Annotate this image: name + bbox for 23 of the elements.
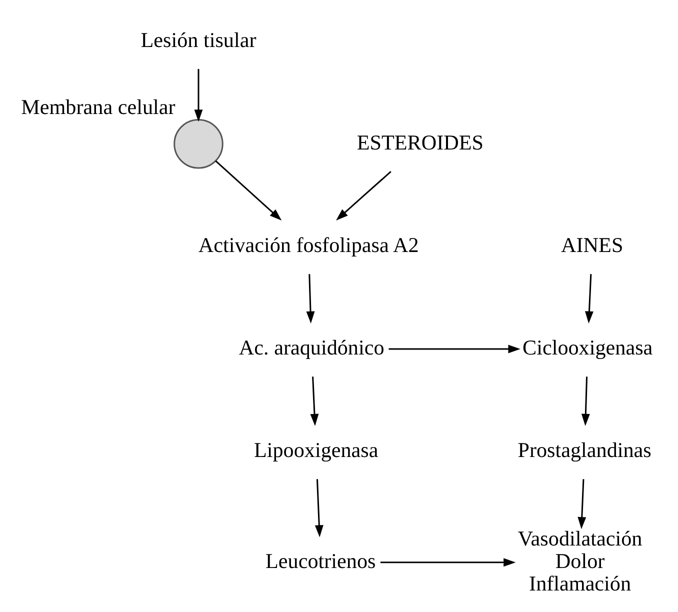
arrow [584, 274, 593, 324]
node-text: Leucotrienos [265, 548, 376, 573]
node-text: ESTEROIDES [356, 130, 484, 154]
arrow [336, 170, 391, 220]
arrow [380, 558, 516, 567]
arrow [310, 376, 318, 426]
node-text: Ac. araquidónico [238, 336, 384, 360]
node-text: Lipooxigenasa [253, 438, 378, 462]
arrow [580, 376, 590, 426]
arrow [214, 160, 282, 221]
node-label: Membrana celular [20, 95, 175, 120]
node-text: Lesión tisular [140, 28, 256, 52]
node-text: Vasodilatación Dolor Inflamación [517, 526, 642, 596]
arrow [314, 479, 323, 538]
node-text: Ciclooxigenasa [522, 336, 652, 360]
arrow [577, 479, 586, 530]
node-text: AINES [560, 233, 623, 258]
arrow [388, 344, 520, 354]
arrow [194, 68, 202, 122]
node-circle [173, 118, 223, 169]
node-text: Activación fosfolipasa A2 [198, 233, 418, 258]
node-text: Prostaglandinas [517, 438, 651, 462]
arrow [306, 274, 314, 324]
